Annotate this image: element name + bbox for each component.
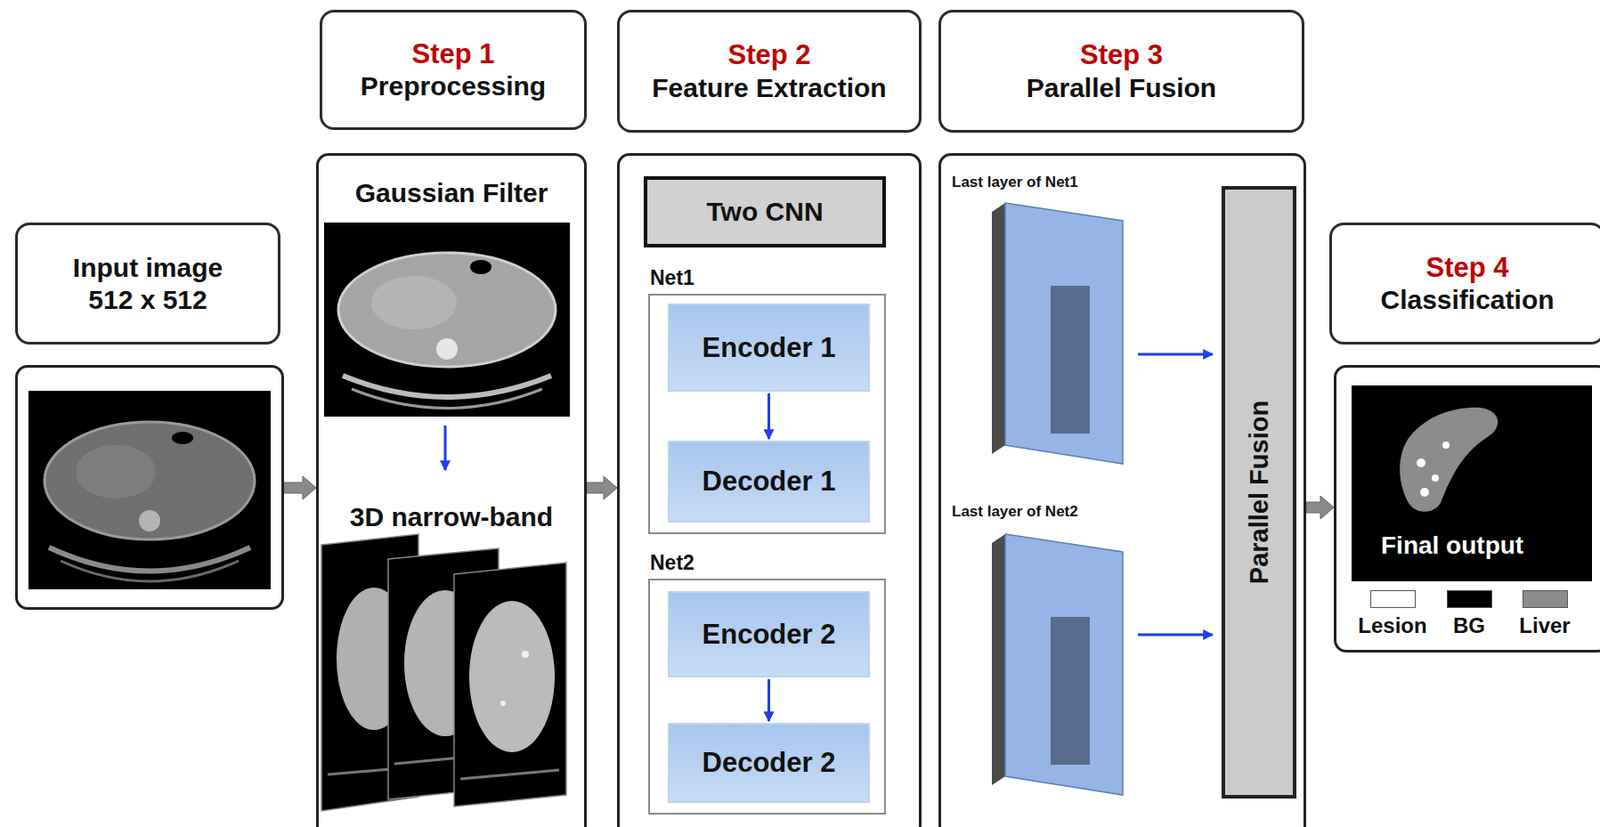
node-text: Net1	[649, 266, 695, 292]
legend-label: Lesion	[1357, 613, 1427, 640]
legend-item: BG	[1429, 590, 1510, 640]
filtered-ct-image	[338, 252, 556, 367]
input-ct-image	[60, 560, 239, 582]
segmentation-output-image	[1420, 487, 1430, 497]
feature-map-plate	[1005, 534, 1123, 796]
node-text: Encoder 1	[702, 331, 837, 365]
segmentation-output-image	[1431, 474, 1439, 482]
fusion-box: Parallel Fusion	[1221, 186, 1297, 799]
encoder-decoder-block: Decoder 1	[667, 440, 870, 523]
filtered-ct-image	[371, 276, 457, 330]
narrow-band-slices	[454, 562, 567, 807]
cnn-box: Two CNN	[643, 176, 886, 248]
legend-item: Lesion	[1352, 590, 1433, 640]
node-text: Decoder 1	[702, 464, 837, 498]
narrow-band-slices	[460, 770, 560, 780]
input-ct-image	[28, 390, 271, 590]
feature-map-plate	[991, 534, 1213, 796]
node-text: Encoder 2	[702, 617, 837, 651]
network-box: Net2Encoder 2Decoder 2	[648, 578, 886, 815]
flow-arrow	[445, 425, 447, 471]
encoder-decoder-block: Encoder 1	[667, 303, 870, 392]
node-text: Parallel Fusion	[1026, 72, 1217, 105]
flow-arrow	[284, 476, 317, 500]
encoder-decoder-block: Encoder 2	[667, 591, 870, 678]
filtered-ct-image	[436, 338, 458, 360]
node-text: Input image 512 x 512	[58, 251, 237, 317]
segmentation-output-image	[1399, 407, 1498, 512]
network-box: Net1Encoder 1Decoder 1	[648, 293, 886, 535]
encoder-decoder-block: Decoder 2	[667, 722, 870, 804]
filtered-ct-image	[324, 222, 570, 417]
legend-swatch	[1446, 590, 1493, 609]
filtered-ct-image	[470, 259, 492, 275]
filtered-ct-image	[351, 389, 543, 409]
legend-item: Liver	[1504, 590, 1585, 640]
flow-arrow	[586, 476, 618, 500]
node-text: Last layer of Net2	[951, 503, 1079, 521]
segmentation-output-image	[1351, 385, 1592, 582]
input-ct-image	[138, 510, 161, 532]
legend-swatch	[1522, 590, 1568, 609]
input-ct-image	[171, 431, 194, 445]
legend-swatch	[1370, 590, 1416, 609]
input-ct-image	[44, 422, 255, 540]
step-header: Step 2Feature Extraction	[617, 9, 922, 133]
node-text: Preprocessing	[360, 70, 546, 103]
narrow-band-slices	[321, 534, 567, 812]
filtered-ct-image	[324, 222, 570, 417]
feature-map-plate	[1137, 633, 1213, 637]
segmentation-output-image	[1351, 385, 1592, 582]
node-text: Two CNN	[706, 195, 823, 228]
step-panel: Last layer of Net1Last layer of Net2 Para…	[938, 153, 1307, 827]
segmentation-output-image	[1416, 458, 1426, 468]
feature-map-plate	[1005, 203, 1123, 464]
step-header: Step 4Classification	[1329, 222, 1600, 345]
feature-map-plate	[991, 203, 1213, 464]
step-panel: Final outputLesion BG Liver	[1333, 365, 1600, 653]
connector-arrow	[767, 393, 771, 439]
flow-arrow	[444, 425, 447, 471]
feature-map-plate	[1137, 353, 1213, 357]
node-text: Last layer of Net1	[951, 173, 1079, 192]
legend-label: Liver	[1518, 613, 1570, 640]
node-text: Step 3	[1080, 38, 1163, 72]
legend-label: BG	[1453, 613, 1486, 640]
node-text: Feature Extraction	[651, 72, 886, 105]
flow-arrow	[1306, 495, 1334, 520]
step-panel: Gaussian Filter 3D narrow-band	[316, 153, 587, 827]
connector-arrow	[767, 679, 771, 722]
step-header: Step 1Preprocessing	[319, 9, 587, 130]
node-text: Step 1	[411, 37, 495, 71]
segmentation-output-image	[1442, 441, 1450, 449]
step-panel: Two CNN Net1Encoder 1 Decoder 1 Net2Encoder…	[617, 153, 922, 827]
narrow-band-slices	[469, 601, 555, 753]
filtered-ct-image	[342, 375, 552, 398]
node-text: Decoder 2	[702, 746, 837, 780]
step-panel	[15, 365, 285, 610]
input-ct-image	[75, 445, 156, 499]
node-text: Classification	[1380, 284, 1554, 317]
node-text: 3D narrow-band	[318, 501, 585, 534]
node-text: Step 4	[1425, 251, 1509, 285]
step-header: Input image 512 x 512	[15, 222, 281, 345]
feature-map-plate	[1050, 617, 1090, 765]
node-text: Gaussian Filter	[318, 177, 585, 210]
narrow-band-slices	[500, 700, 506, 707]
feature-map-plate	[1050, 285, 1090, 434]
node-text: Step 2	[727, 38, 811, 72]
node-text: Parallel Fusion	[1243, 400, 1276, 585]
feature-map-plate	[991, 203, 1006, 455]
input-ct-image	[28, 390, 271, 590]
feature-map-plate	[991, 534, 1006, 786]
node-text: Net2	[649, 551, 695, 577]
node-text: Final output	[1380, 530, 1524, 561]
narrow-band-slices	[521, 650, 529, 658]
step-header: Step 3Parallel Fusion	[938, 9, 1305, 133]
